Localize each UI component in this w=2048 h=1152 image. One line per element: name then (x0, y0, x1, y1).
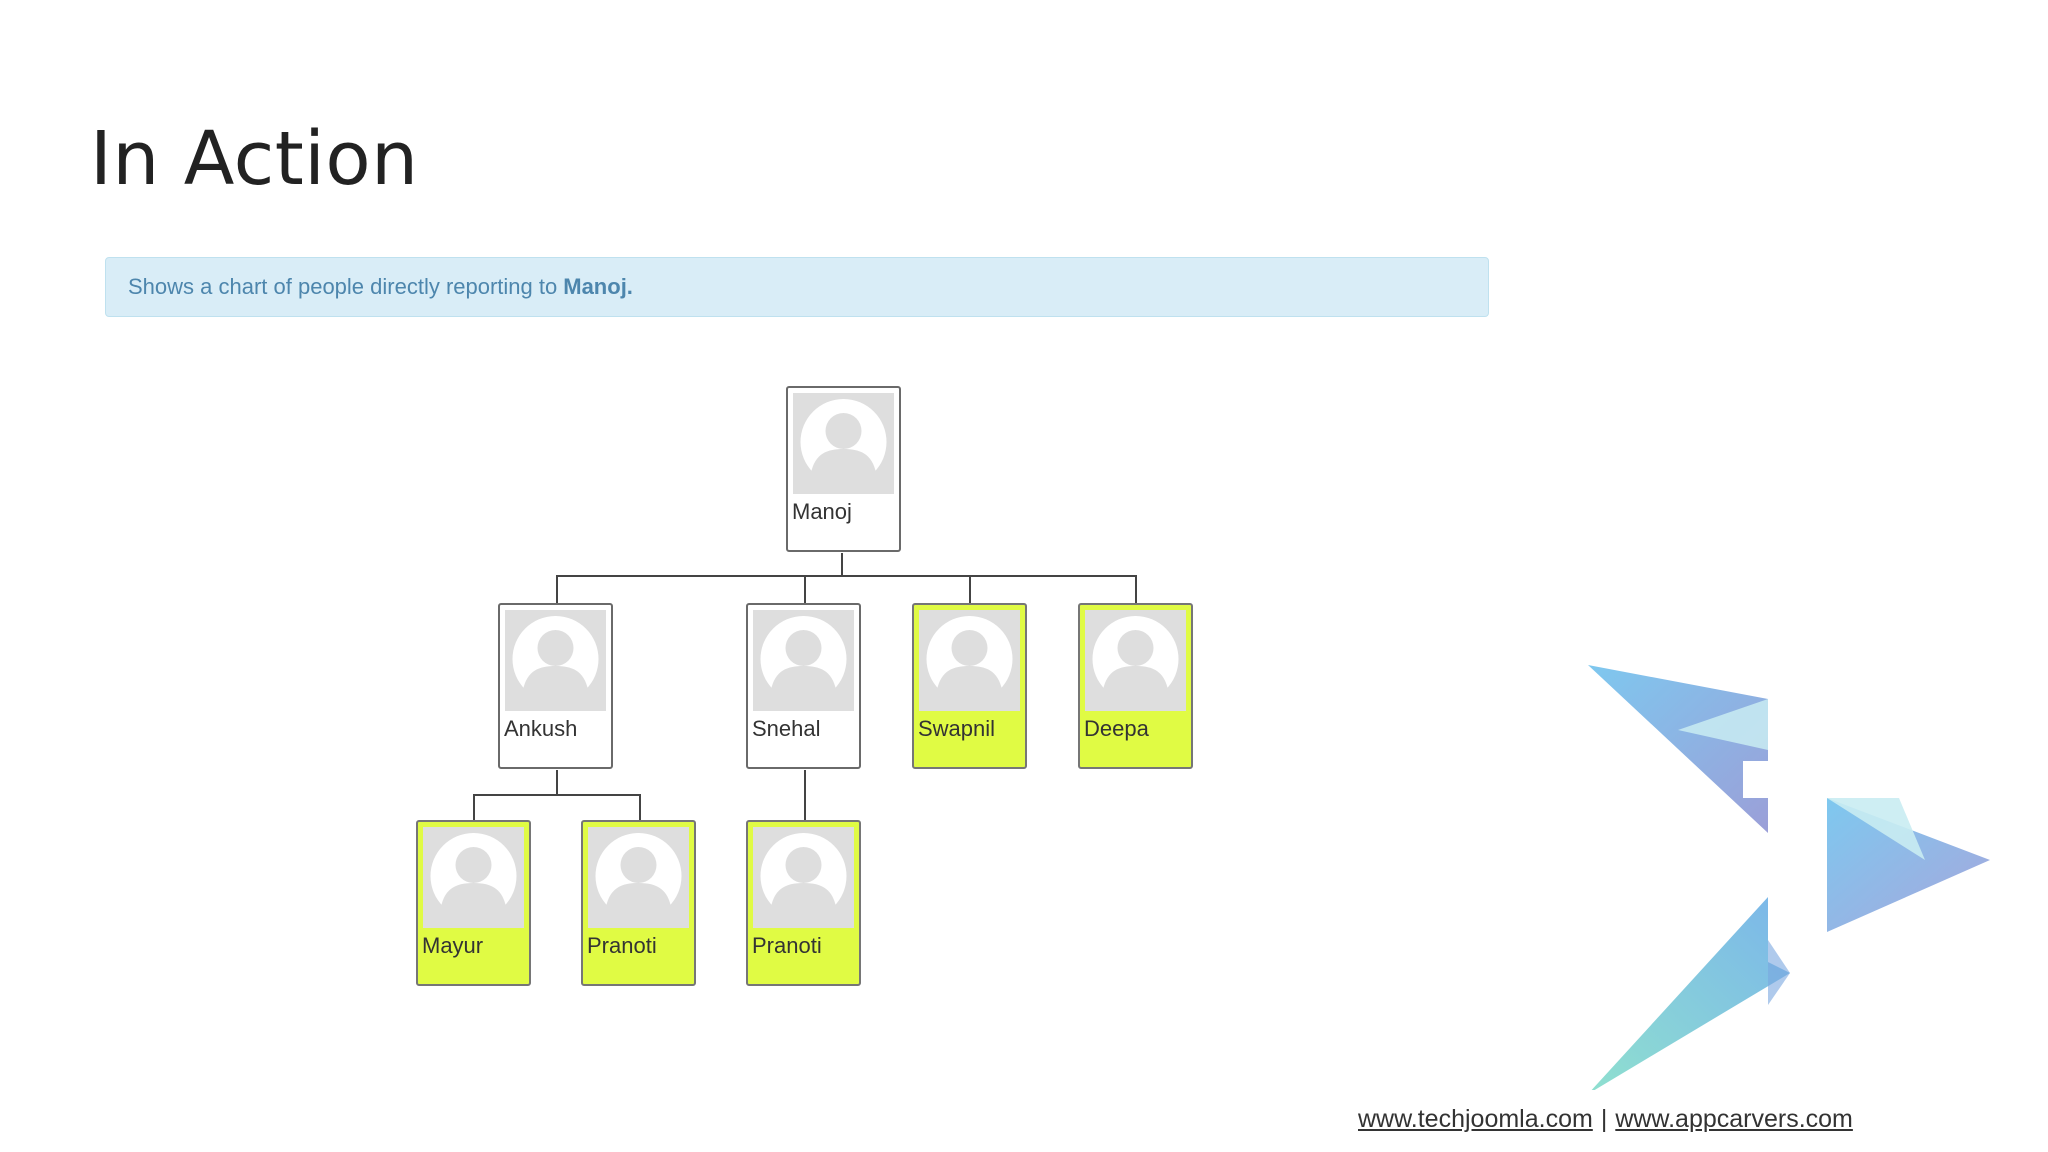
user-avatar-icon (588, 827, 689, 928)
org-node-name: Mayur (422, 933, 484, 958)
org-node-deepa[interactable]: Deepa (1078, 603, 1193, 769)
user-avatar-icon (753, 610, 854, 711)
slide-title: In Action (90, 116, 419, 202)
org-node-name: Deepa (1084, 716, 1149, 741)
footer-links: www.techjoomla.com|www.appcarvers.com (1358, 1105, 1853, 1134)
info-manager-name: Manoj. (563, 274, 633, 299)
org-node-swapnil[interactable]: Swapnil (912, 603, 1027, 769)
footer-link-techjoomla[interactable]: www.techjoomla.com (1358, 1105, 1593, 1133)
org-node-name: Manoj (792, 499, 852, 524)
user-avatar-icon (919, 610, 1020, 711)
org-node-ankush[interactable]: Ankush (498, 603, 613, 769)
info-alert: Shows a chart of people directly reporti… (105, 257, 1489, 317)
user-avatar-icon (753, 827, 854, 928)
org-node-name: Pranoti (587, 933, 657, 958)
org-node-snehal[interactable]: Snehal (746, 603, 861, 769)
org-node-name: Swapnil (918, 716, 996, 741)
user-avatar-icon (505, 610, 606, 711)
connector-manoj-swapnil (842, 575, 971, 604)
connector-ankush-pranoti (557, 794, 641, 821)
connector-ankush-mayur (473, 770, 558, 821)
user-avatar-icon (793, 393, 894, 494)
org-node-pranoti-ankush[interactable]: Pranoti (581, 820, 696, 986)
org-node-mayur[interactable]: Mayur (416, 820, 531, 986)
org-node-name: Pranoti (752, 933, 822, 958)
org-node-name: Ankush (504, 716, 578, 741)
user-avatar-icon (423, 827, 524, 928)
org-node-manoj[interactable]: Manoj (786, 386, 901, 552)
connector-manoj-snehal (804, 575, 842, 604)
connector-manoj-ankush (556, 553, 843, 604)
org-node-name: Snehal (752, 716, 821, 741)
brand-logo-icon (1588, 665, 1990, 1090)
org-node-pranoti-snehal[interactable]: Pranoti (746, 820, 861, 986)
info-text: Shows a chart of people directly reporti… (128, 274, 558, 299)
user-avatar-icon (1085, 610, 1186, 711)
connector-manoj-deepa (970, 575, 1137, 604)
footer-link-appcarvers[interactable]: www.appcarvers.com (1615, 1105, 1853, 1133)
footer-separator: | (1600, 1105, 1608, 1133)
